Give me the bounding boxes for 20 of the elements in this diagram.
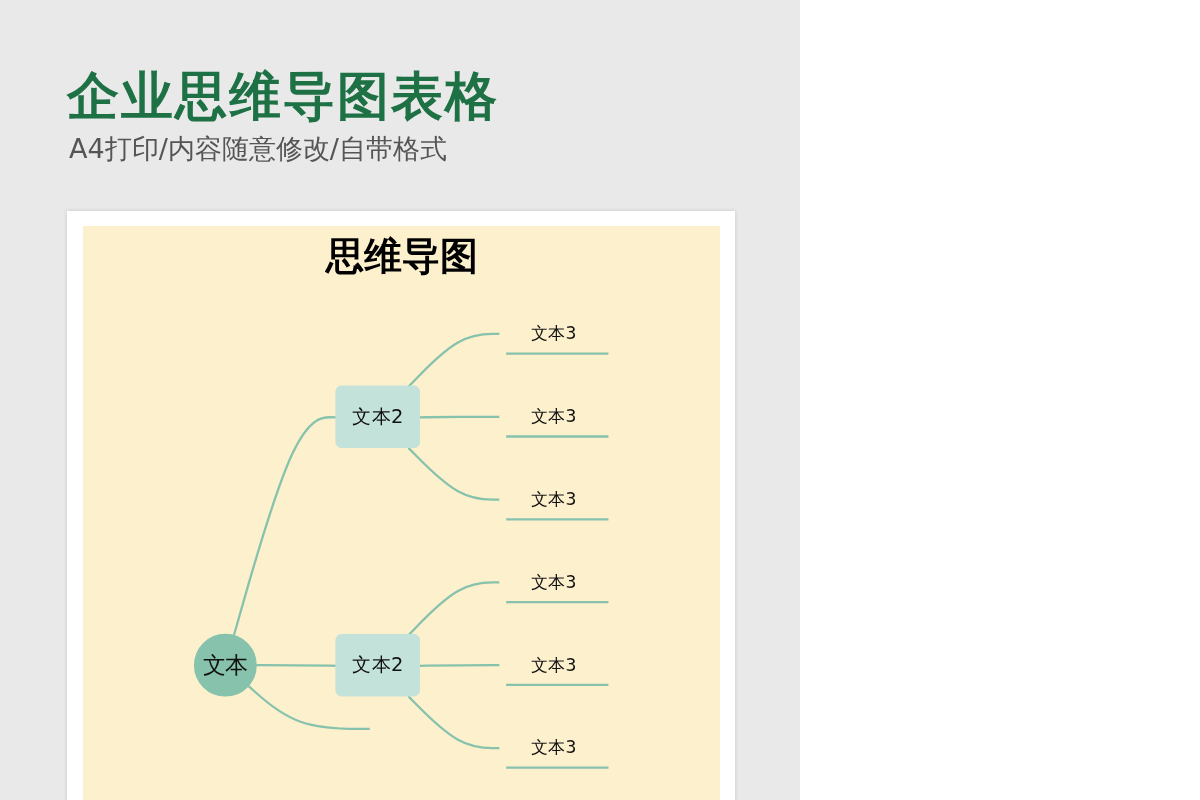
connector-line bbox=[247, 685, 370, 731]
underlined-text-node: 文本3 bbox=[506, 571, 609, 604]
heading-text: 思维导图 bbox=[325, 234, 478, 280]
underlined-text-node: 文本3 bbox=[506, 406, 609, 438]
underlined-text-node: 文本3 bbox=[506, 323, 609, 355]
connector-line bbox=[232, 416, 337, 636]
underlined-text-node: 文本3 bbox=[506, 737, 609, 769]
connector-line bbox=[419, 415, 500, 419]
connector-line bbox=[407, 332, 500, 388]
subtitle: A4打印/内容随意修改/自带格式 bbox=[69, 134, 447, 164]
connector-line bbox=[256, 664, 337, 667]
connector-line bbox=[419, 664, 500, 667]
page-title: 企业思维导图表格 bbox=[67, 68, 499, 126]
connector-line bbox=[407, 447, 500, 501]
circle-node: 文本 bbox=[194, 633, 257, 697]
connector-line bbox=[407, 695, 500, 750]
underlined-text-node: 文本3 bbox=[506, 489, 609, 521]
rounded-box-node: 文本2 bbox=[335, 634, 420, 697]
rounded-box-node: 文本2 bbox=[335, 385, 420, 448]
underlined-text-node: 文本3 bbox=[506, 654, 609, 687]
